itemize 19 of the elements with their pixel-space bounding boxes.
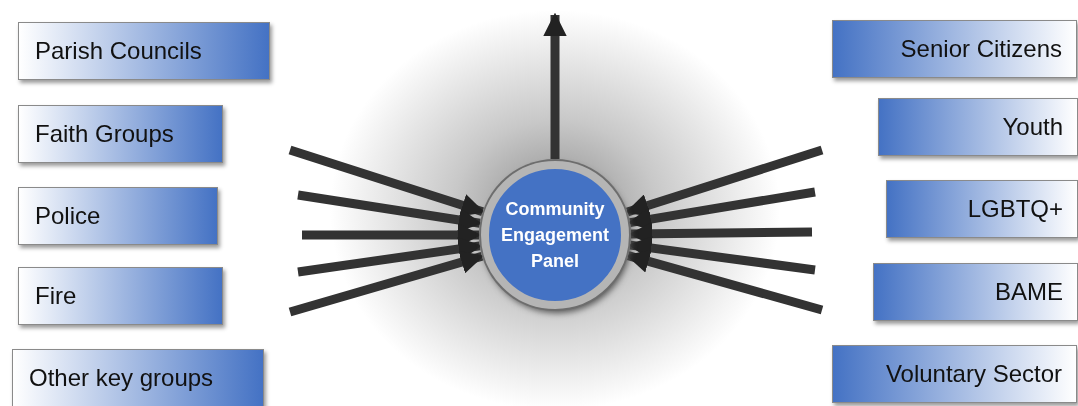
group-box: Other key groups [12,349,264,406]
group-box: Voluntary Sector [832,345,1077,403]
group-box: Senior Citizens [832,20,1077,78]
group-box: Fire [18,267,223,325]
arrow [625,145,824,217]
group-box: Youth [878,98,1078,156]
arrow [543,12,567,159]
group-box: Faith Groups [18,105,223,163]
arrow [628,236,816,275]
arrow [297,190,483,232]
arrow [625,250,824,315]
arrow [288,145,485,217]
group-box: LGBTQ+ [886,180,1078,238]
arrow [297,237,483,277]
group-box: Police [18,187,218,245]
arrow [288,250,485,317]
panel-title: Community Engagement Panel [500,198,610,273]
group-box: BAME [873,263,1078,321]
group-box: Parish Councils [18,22,270,80]
